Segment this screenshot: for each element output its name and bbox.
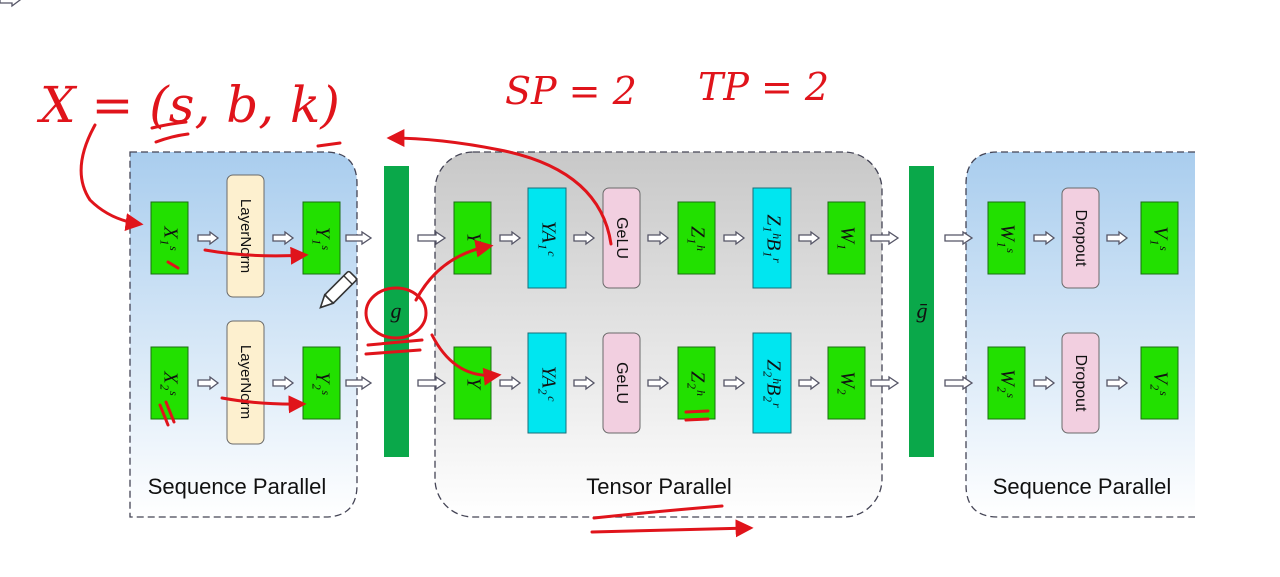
handwritten-sp: SP = 2: [505, 69, 637, 113]
arrow-set: [197, 230, 1129, 391]
block-z1h: Z₁ʰ: [677, 201, 716, 275]
svg-text:X = (s, b, k): X = (s, b, k): [36, 76, 340, 134]
block-gelu-1: GeLU: [602, 187, 641, 289]
region-label-middle: Tensor Parallel: [586, 474, 732, 499]
svg-text:GeLU: GeLU: [613, 217, 630, 259]
svg-text:Dropout: Dropout: [1072, 210, 1089, 267]
block-x1s: X₁ˢ: [150, 201, 189, 275]
g-label: g: [391, 298, 402, 323]
svg-text:V₁ˢ: V₁ˢ: [1149, 226, 1171, 250]
region-tensor-parallel: Tensor Parallel: [434, 151, 883, 518]
block-y-1: Y: [453, 201, 492, 275]
svg-text:Y: Y: [462, 377, 484, 390]
block-dropout-1: Dropout: [1061, 187, 1100, 289]
svg-text:Z₂ʰB₂ʳ: Z₂ʰB₂ʳ: [762, 359, 784, 408]
svg-text:SP = 2: SP = 2: [505, 69, 637, 113]
svg-text:GeLU: GeLU: [613, 362, 630, 404]
block-w2: W₂: [827, 346, 866, 420]
svg-text:LayerNorm: LayerNorm: [237, 199, 254, 273]
svg-text:X₁ˢ: X₁ˢ: [159, 225, 181, 250]
svg-text:Y₂ˢ: Y₂ˢ: [311, 372, 333, 395]
block-ya2c: YA₂ᶜ: [527, 332, 567, 434]
svg-text:Z₂ʰ: Z₂ʰ: [686, 371, 708, 396]
block-layernorm-1: LayerNorm: [226, 174, 265, 298]
block-y1s: Y₁ˢ: [302, 201, 341, 275]
handwritten-formula: X = (s, b, k): [36, 76, 342, 148]
block-v2s: V₂ˢ: [1140, 346, 1179, 420]
block-y-2: Y: [453, 346, 492, 420]
svg-text:W₁: W₁: [836, 226, 858, 250]
svg-text:W₁ˢ: W₁ˢ: [996, 224, 1018, 253]
svg-text:TP = 2: TP = 2: [698, 65, 829, 109]
svg-text:YA₁ᶜ: YA₁ᶜ: [537, 221, 559, 257]
region-label-left: Sequence Parallel: [148, 474, 327, 499]
svg-text:LayerNorm: LayerNorm: [237, 345, 254, 419]
block-z2h: Z₂ʰ: [677, 346, 716, 420]
svg-text:YA₂ᶜ: YA₂ᶜ: [537, 366, 559, 402]
block-gelu-2: GeLU: [602, 332, 641, 434]
svg-text:Y₁ˢ: Y₁ˢ: [311, 227, 333, 250]
svg-text:X₂ˢ: X₂ˢ: [159, 370, 181, 395]
gbar-bar: ḡ: [909, 166, 934, 457]
svg-text:W₂ˢ: W₂ˢ: [996, 369, 1018, 398]
block-y2s: Y₂ˢ: [302, 346, 341, 420]
block-v1s: V₁ˢ: [1140, 201, 1179, 275]
block-w2s: W₂ˢ: [987, 346, 1026, 420]
flow-arrows: [0, 0, 22, 8]
svg-text:Dropout: Dropout: [1072, 355, 1089, 412]
pen-cursor-icon: [319, 270, 358, 309]
block-dropout-2: Dropout: [1061, 332, 1100, 434]
block-ya1c: YA₁ᶜ: [527, 187, 567, 289]
gbar-label: ḡ: [917, 298, 928, 323]
svg-text:Z₁ʰ: Z₁ʰ: [686, 226, 708, 251]
block-w1: W₁: [827, 201, 866, 275]
region-label-right: Sequence Parallel: [993, 474, 1172, 499]
handwritten-strokes: [79, 123, 754, 538]
block-w1s: W₁ˢ: [987, 201, 1026, 275]
block-layernorm-2: LayerNorm: [226, 320, 265, 445]
svg-text:V₂ˢ: V₂ˢ: [1149, 371, 1171, 395]
svg-text:Y: Y: [462, 232, 484, 245]
g-bar: g: [384, 166, 409, 457]
block-z1hb1r: Z₁ʰB₁ʳ: [752, 187, 792, 289]
handwritten-tp: TP = 2: [698, 65, 829, 109]
svg-text:W₂: W₂: [836, 371, 858, 395]
block-z2hb2r: Z₂ʰB₂ʳ: [752, 332, 792, 434]
svg-text:Z₁ʰB₁ʳ: Z₁ʰB₁ʳ: [762, 214, 784, 263]
